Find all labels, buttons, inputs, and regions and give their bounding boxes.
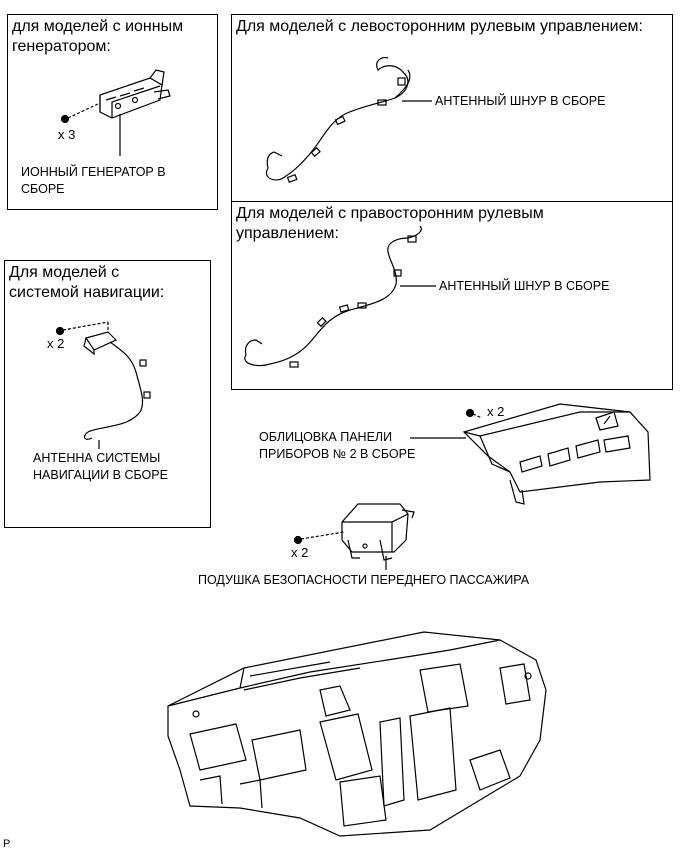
navigation-antenna-box: Для моделей с системой навигации: (4, 260, 211, 528)
airbag-screw-qty: x 2 (291, 545, 309, 560)
panel-screw-qty: x 2 (487, 404, 505, 419)
ion-generator-box-title: для моделей с ионным генератором: (12, 17, 183, 57)
ion-generator-label: ИОННЫЙ ГЕНЕРАТОР В СБОРЕ (21, 164, 166, 198)
nav-part-line2: НАВИГАЦИИ В СБОРЕ (33, 468, 168, 482)
ion-title-line2: генератором: (12, 38, 111, 55)
rhd-antenna-box: Для моделей с правосторонним рулевым упр… (231, 201, 673, 390)
rhd-title-line2: управлением: (236, 225, 339, 242)
ion-part-line2: СБОРЕ (21, 182, 65, 196)
nav-title-line1: Для моделей с (9, 264, 120, 281)
instrument-panel-drawing (167, 631, 547, 837)
airbag-screw-icon (293, 531, 345, 545)
figure-code: P (3, 838, 11, 850)
passenger-airbag-drawing (341, 503, 415, 561)
ion-title-line1: для моделей с ионным (12, 18, 184, 35)
ion-part-line1: ИОННЫЙ ГЕНЕРАТОР В (21, 165, 166, 179)
panel-screw-icon (465, 408, 483, 419)
lhd-antenna-label: АНТЕННЫЙ ШНУР В СБОРЕ (435, 94, 606, 108)
instrument-panel-finish-drawing (462, 403, 651, 505)
nav-box-title: Для моделей с системой навигации: (9, 263, 164, 303)
lhd-box-title: Для моделей с левосторонним рулевым упра… (236, 18, 643, 35)
panel-part-line2: ПРИБОРОВ № 2 В СБОРЕ (259, 447, 416, 461)
panel-part-line1: ОБЛИЦОВКА ПАНЕЛИ (259, 430, 393, 444)
passenger-airbag-label: ПОДУШКА БЕЗОПАСНОСТИ ПЕРЕДНЕГО ПАССАЖИРА (198, 573, 530, 587)
rhd-box-title: Для моделей с правосторонним рулевым упр… (236, 204, 544, 244)
panel-finish-label: ОБЛИЦОВКА ПАНЕЛИ ПРИБОРОВ № 2 В СБОРЕ (259, 429, 415, 463)
nav-part-line1: АНТЕННА СИСТЕМЫ (33, 451, 161, 465)
nav-screw-qty: x 2 (47, 336, 65, 351)
nav-title-line2: системой навигации: (9, 284, 165, 301)
rhd-antenna-label: АНТЕННЫЙ ШНУР В СБОРЕ (439, 279, 610, 293)
rhd-title-line1: Для моделей с правосторонним рулевым (236, 205, 544, 222)
ion-screw-qty: x 3 (58, 127, 76, 142)
nav-antenna-label: АНТЕННА СИСТЕМЫ НАВИГАЦИИ В СБОРЕ (33, 450, 168, 484)
ion-generator-box: для моделей с ионным генератором: (7, 14, 218, 210)
